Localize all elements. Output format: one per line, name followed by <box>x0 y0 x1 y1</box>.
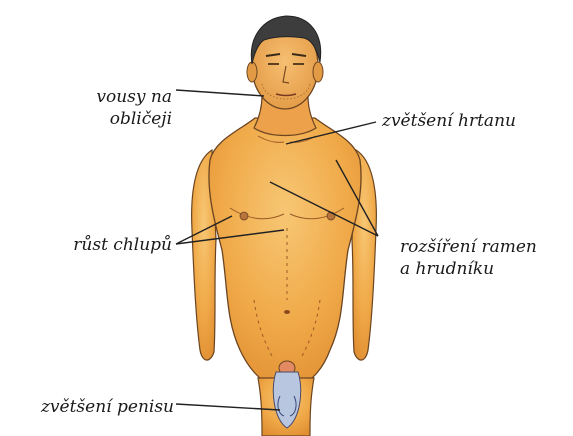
label-larynx: zvětšení hrtanu <box>382 110 516 132</box>
label-shoulders-line1: rozšíření ramen <box>400 236 537 258</box>
label-penis-text: zvětšení penisu <box>6 396 174 418</box>
ear-left <box>247 62 257 82</box>
label-larynx-text: zvětšení hrtanu <box>382 110 516 132</box>
label-beard: vousy na obličeji <box>62 86 172 130</box>
nipple-left <box>240 212 248 220</box>
label-penis: zvětšení penisu <box>6 396 174 418</box>
label-beard-line2: obličeji <box>62 108 172 130</box>
label-shoulders: rozšíření ramen a hrudníku <box>400 236 537 280</box>
ear-right <box>313 62 323 82</box>
label-beard-line1: vousy na <box>62 86 172 108</box>
label-shoulders-line2: a hrudníku <box>400 258 537 280</box>
torso <box>209 118 361 388</box>
label-hair-growth-text: růst chlupů <box>40 234 172 256</box>
label-hair-growth: růst chlupů <box>40 234 172 256</box>
pointer-beard <box>176 90 264 96</box>
navel <box>284 310 290 314</box>
